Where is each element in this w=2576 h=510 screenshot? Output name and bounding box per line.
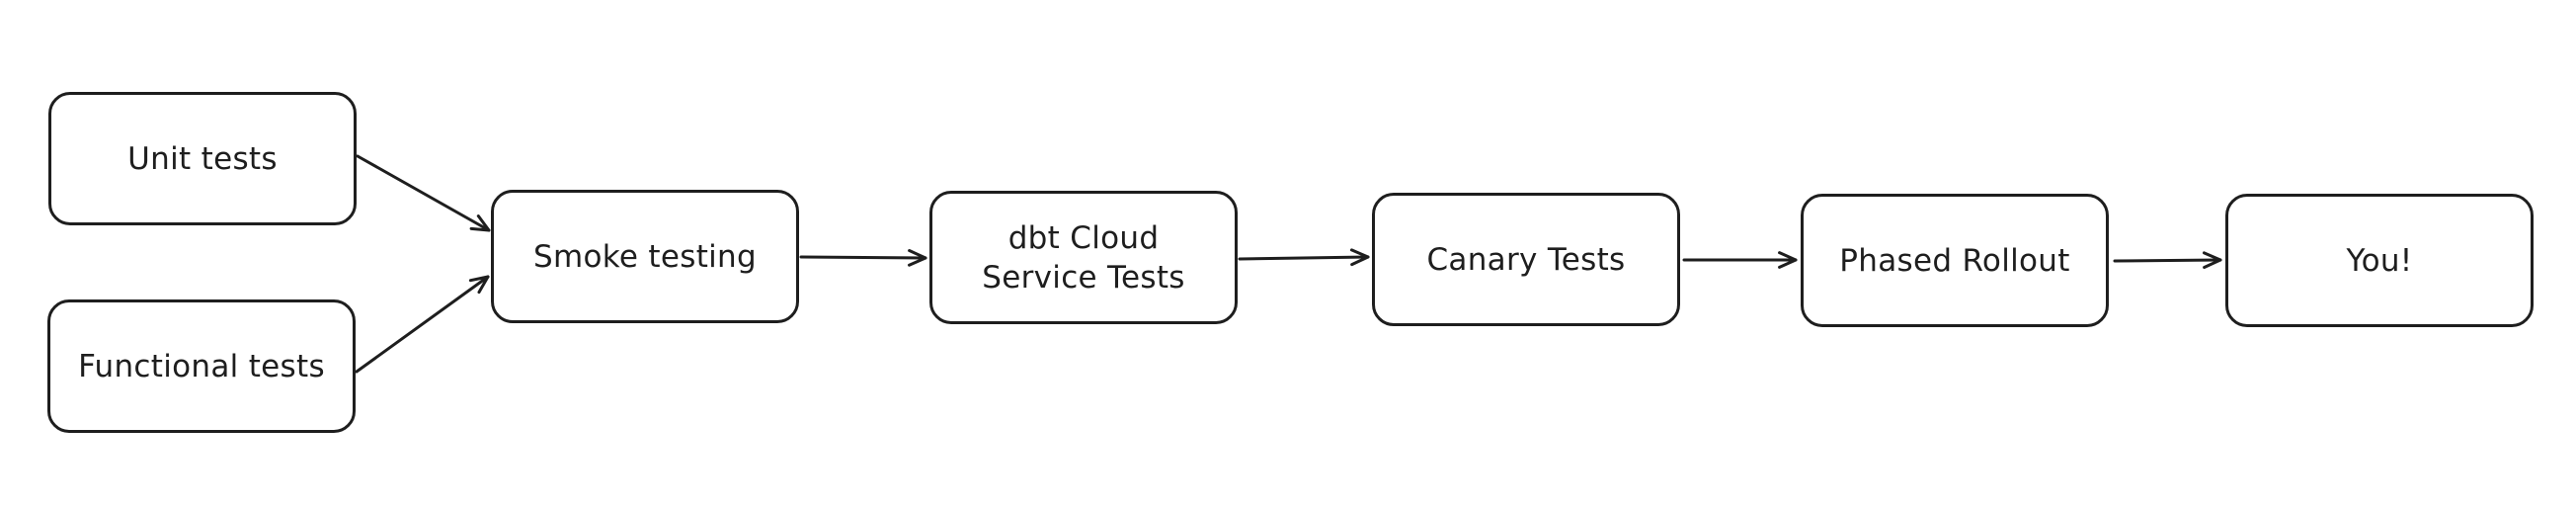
- node-functional-tests[interactable]: Functional tests: [47, 299, 356, 433]
- edge-phased-to-you-line: [2113, 258, 2222, 263]
- edge-smoke-to-dbt-arrowhead: [908, 249, 927, 267]
- edge-dbt-to-canary-line: [1238, 255, 1370, 261]
- edge-functional-to-smoke-line: [355, 275, 490, 374]
- edge-phased-to-you-arrowhead: [2203, 251, 2222, 269]
- edge-dbt-to-canary: [1238, 248, 1370, 267]
- node-unit-tests-label: Unit tests: [127, 140, 278, 177]
- node-unit-tests[interactable]: Unit tests: [48, 92, 357, 225]
- node-dbt-cloud-service-tests[interactable]: dbt Cloud Service Tests: [929, 191, 1238, 324]
- edge-canary-to-phased-arrowhead: [1778, 251, 1798, 269]
- edge-functional-to-smoke-arrowhead: [468, 275, 490, 295]
- edge-canary-to-phased: [1682, 251, 1798, 269]
- edge-unit-to-smoke: [356, 154, 491, 232]
- edge-smoke-to-dbt: [799, 249, 927, 267]
- edge-functional-to-smoke: [355, 275, 490, 374]
- node-dbt-cloud-service-tests-label: dbt Cloud Service Tests: [982, 219, 1185, 296]
- node-phased-rollout[interactable]: Phased Rollout: [1801, 194, 2109, 327]
- edge-unit-to-smoke-arrowhead: [469, 214, 491, 232]
- node-phased-rollout-label: Phased Rollout: [1839, 242, 2070, 279]
- node-you-label: You!: [2346, 242, 2413, 279]
- node-canary-tests[interactable]: Canary Tests: [1372, 193, 1680, 326]
- node-smoke-testing-label: Smoke testing: [533, 238, 757, 275]
- node-functional-tests-label: Functional tests: [78, 348, 325, 384]
- node-you[interactable]: You!: [2225, 194, 2534, 327]
- node-canary-tests-label: Canary Tests: [1426, 241, 1626, 278]
- node-smoke-testing[interactable]: Smoke testing: [491, 190, 799, 323]
- edge-smoke-to-dbt-line: [799, 255, 927, 260]
- edge-dbt-to-canary-arrowhead: [1349, 248, 1370, 267]
- edge-unit-to-smoke-line: [356, 154, 491, 232]
- edge-phased-to-you: [2113, 251, 2222, 269]
